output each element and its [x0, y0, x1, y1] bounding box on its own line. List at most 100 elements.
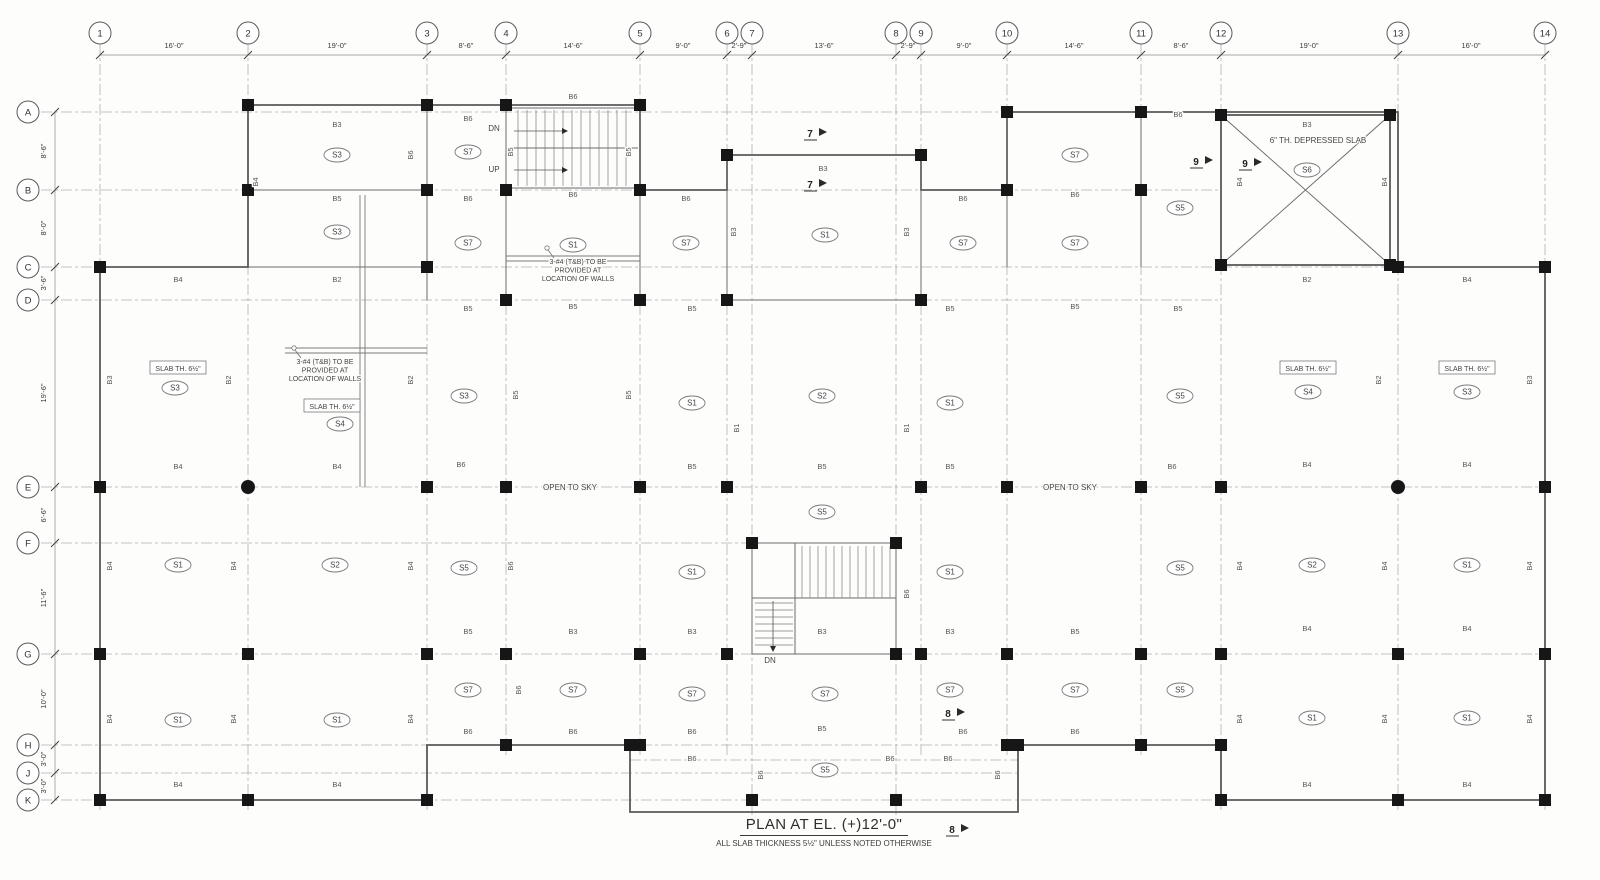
beam-label: B4: [1235, 714, 1244, 723]
slab-label-bubble: [936, 682, 964, 698]
depressed-slab-box: [1220, 114, 1391, 266]
beam-label: B5: [687, 304, 696, 313]
beam-label: B4: [1380, 177, 1389, 186]
slab-label-bubble: [326, 416, 354, 432]
column-marker: [500, 294, 512, 306]
beam-label: B3: [729, 227, 738, 236]
slab-label-bubble: [808, 388, 836, 404]
slab-thickness-label: SLAB TH. 6½": [309, 403, 355, 411]
beam-label: B5: [1173, 304, 1182, 313]
slab-label-bubble: [936, 395, 964, 411]
column-marker: [94, 261, 106, 273]
column-marker: [1392, 648, 1404, 660]
slab-label: S5: [1175, 204, 1185, 213]
slab-label: S7: [945, 686, 955, 695]
slab-label: S3: [1462, 388, 1472, 397]
grid-bubble: [16, 475, 40, 499]
beam-label: B2: [1374, 375, 1383, 384]
slab-label-bubble: [323, 147, 351, 163]
slab-label: S1: [1307, 714, 1317, 723]
grid-bubble-letter: A: [25, 108, 32, 119]
slab-label: S1: [820, 231, 830, 240]
slab-label-bubble: [672, 235, 700, 251]
section-marker-number: 8: [949, 825, 955, 836]
grid-bubble: [88, 21, 112, 45]
beam-label: B3: [687, 627, 696, 636]
dimension-tick: [95, 50, 105, 60]
dimension-text: 14'-6": [563, 41, 582, 50]
slab-label-bubble: [1061, 682, 1089, 698]
slab-label-bubble: [450, 560, 478, 576]
slab-label-bubble: [559, 682, 587, 698]
slab-label: S3: [332, 151, 342, 160]
stairs-enclosure: [505, 107, 641, 189]
grid-bubble: [1129, 21, 1153, 45]
beam-label: B5: [1070, 627, 1079, 636]
slab-label-bubble: [1061, 235, 1089, 251]
grid-bubble-letter: F: [25, 539, 31, 550]
column-marker: [890, 537, 902, 549]
beam-label: B5: [463, 304, 472, 313]
dimension-tick: [422, 50, 432, 60]
note-leader-circle: [544, 245, 550, 251]
slab-label: S1: [173, 716, 183, 725]
column-marker: [1539, 481, 1551, 493]
dimension-tick: [1540, 50, 1550, 60]
dimension-text: 16'-0": [1461, 41, 1480, 50]
column-marker: [634, 481, 646, 493]
section-marker-number: 7: [807, 129, 813, 140]
beam-label: B3: [568, 627, 577, 636]
beam-label: B4: [406, 561, 415, 570]
column-marker: [1392, 794, 1404, 806]
beam-label: B6: [506, 561, 515, 570]
column-marker: [634, 184, 646, 196]
dimension-tick: [1136, 50, 1146, 60]
beam-label: B3: [332, 120, 341, 129]
column-marker: [1539, 261, 1551, 273]
slab-label-bubble: [1293, 162, 1321, 178]
beam-label: B6: [1070, 727, 1079, 736]
column-marker: [746, 794, 758, 806]
slab-label: S7: [687, 690, 697, 699]
column-marker: [1215, 648, 1227, 660]
column-marker: [1215, 481, 1227, 493]
slab-label-bubble: [678, 686, 706, 702]
column-marker: [721, 294, 733, 306]
dimension-tick: [50, 482, 60, 492]
slab-label: S7: [681, 239, 691, 248]
column-marker: [1215, 739, 1227, 751]
column-marker: [1215, 109, 1227, 121]
beam-label: B4: [1302, 624, 1311, 633]
section-marker-number: 9: [1193, 157, 1199, 168]
beam-label: B4: [1302, 460, 1311, 469]
slab-label-bubble: [811, 227, 839, 243]
grid-bubble: [16, 288, 40, 312]
column-marker: [915, 294, 927, 306]
beam-label: B1: [902, 423, 911, 432]
grid-bubble: [740, 21, 764, 45]
beam-label: B1: [732, 423, 741, 432]
beam-label: B4: [1302, 780, 1311, 789]
beam-label: B6: [463, 194, 472, 203]
beam-label: B4: [1462, 780, 1471, 789]
column-marker: [1215, 794, 1227, 806]
dimension-text: 2'-9": [901, 41, 916, 50]
grid-bubble: [16, 100, 40, 124]
grid-bubble-letter: E: [25, 483, 31, 494]
slab-thickness-label: SLAB TH. 6½": [155, 365, 201, 373]
beam-label: B4: [1462, 275, 1471, 284]
grid-bubble: [715, 21, 739, 45]
grid-bubble-number: 12: [1216, 29, 1227, 40]
column-marker: [634, 99, 646, 111]
grid-bubble-number: 7: [749, 29, 754, 40]
beam-label: B3: [1525, 375, 1534, 384]
slab-label: S1: [687, 399, 697, 408]
column-marker: [915, 149, 927, 161]
slab-label: S1: [332, 716, 342, 725]
grid-bubble-letter: K: [25, 796, 32, 807]
slab-label: S5: [459, 564, 469, 573]
beam-label: B6: [885, 754, 894, 763]
beam-label: B2: [1302, 275, 1311, 284]
slab-label-bubble: [1166, 560, 1194, 576]
column-marker: [915, 481, 927, 493]
